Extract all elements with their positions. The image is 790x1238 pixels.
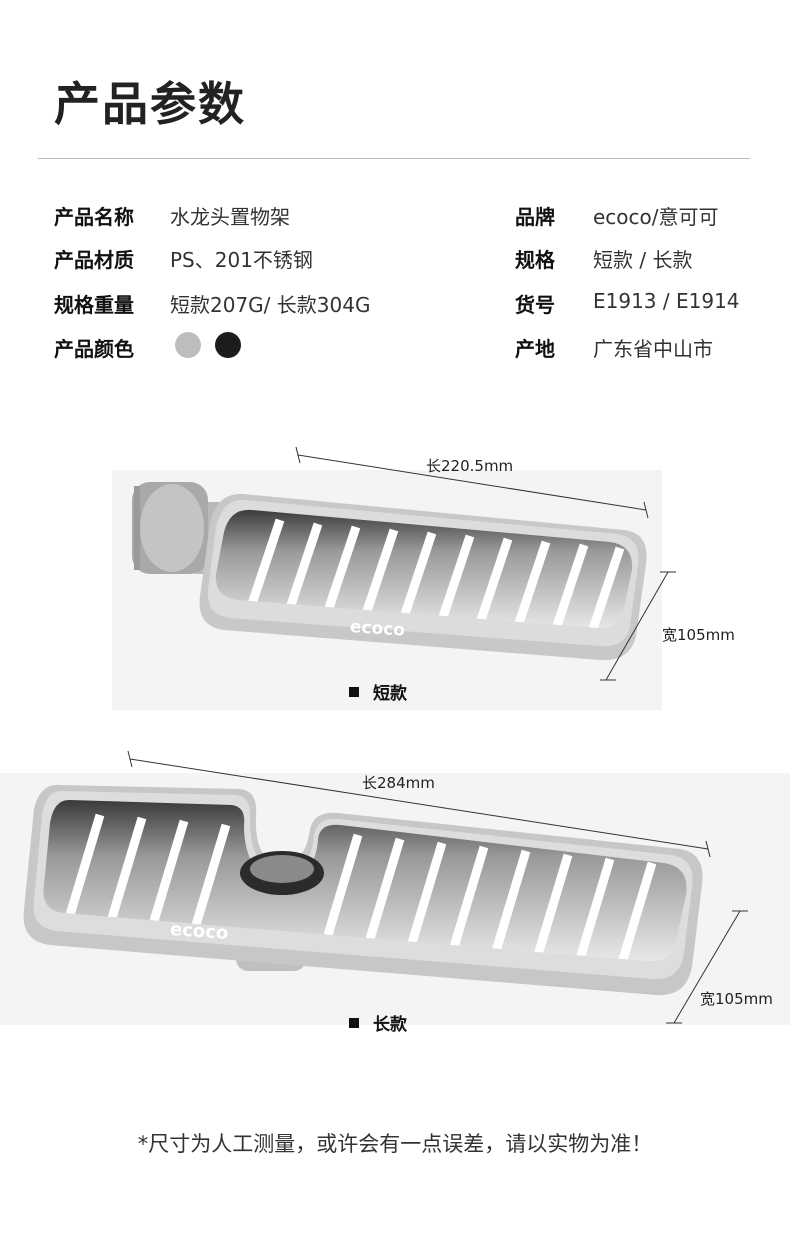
- spec-table: 产品名称 水龙头置物架 产品材质 PS、201不锈钢 规格重量 短款207G/ …: [0, 0, 790, 380]
- weight-value: 短款207G/ 长款304G: [170, 293, 371, 317]
- page-title: 产品参数: [54, 77, 246, 131]
- name-value: 水龙头置物架: [170, 205, 290, 229]
- bullet-square: [349, 687, 359, 697]
- brand-value: ecoco/意可可: [593, 205, 719, 229]
- long-rack-figure: ecoco 长284mm 宽105mm: [0, 745, 790, 1035]
- long-caption: 长款: [349, 1010, 407, 1035]
- short-caption: 短款: [349, 679, 407, 704]
- measurement-note: *尺寸为人工测量，或许会有一点误差，请以实物为准！: [137, 1132, 653, 1156]
- short-rack-image: ecoco: [112, 446, 676, 710]
- short-rack-figure: ecoco 长220.5mm 宽105mm: [0, 440, 790, 710]
- long-width-label: 宽105mm: [700, 990, 773, 1008]
- color-swatch-grey: [175, 332, 201, 358]
- title-divider: [38, 158, 750, 159]
- weight-label: 规格重量: [54, 293, 134, 317]
- material-label: 产品材质: [54, 248, 134, 272]
- material-value: PS、201不锈钢: [170, 248, 313, 272]
- short-length-label: 长220.5mm: [426, 457, 514, 475]
- color-swatch-black: [215, 332, 241, 358]
- model-label: 货号: [515, 293, 555, 317]
- short-width-label: 宽105mm: [662, 626, 735, 644]
- short-rack-logo: ecoco: [349, 617, 405, 641]
- long-length-label: 长284mm: [362, 774, 435, 792]
- brand-label: 品牌: [515, 205, 555, 229]
- name-label: 产品名称: [54, 205, 134, 229]
- spec-value: 短款 / 长款: [593, 248, 693, 272]
- origin-value: 广东省中山市: [593, 337, 713, 361]
- bullet-square: [349, 1018, 359, 1028]
- long-rack-image: ecoco: [0, 750, 790, 1025]
- spec-label: 规格: [515, 248, 555, 272]
- model-value: E1913 / E1914: [593, 289, 740, 313]
- color-label: 产品颜色: [54, 337, 134, 361]
- long-rack-logo: ecoco: [169, 919, 229, 944]
- origin-label: 产地: [515, 337, 555, 361]
